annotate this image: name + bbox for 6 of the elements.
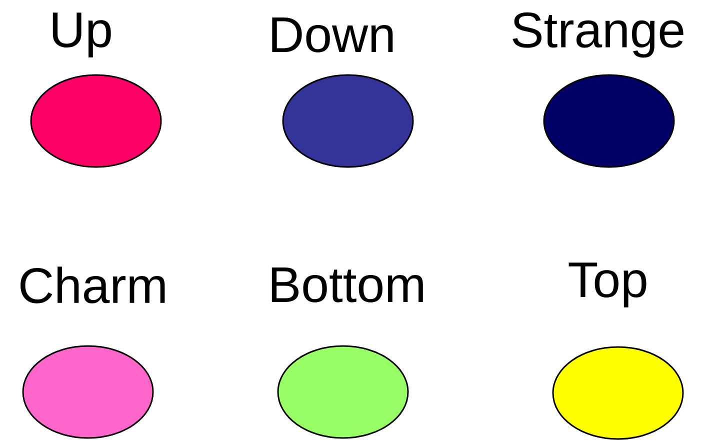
- ellipse-label: Down: [272, 18, 393, 52]
- ellipse-label: Strange: [512, 12, 684, 58]
- ellipse-label: Top: [568, 262, 646, 308]
- ellipse-label: Bottom: [272, 268, 423, 302]
- ellipse-label: Charm: [20, 266, 165, 304]
- ellipse-label: Up: [52, 12, 111, 58]
